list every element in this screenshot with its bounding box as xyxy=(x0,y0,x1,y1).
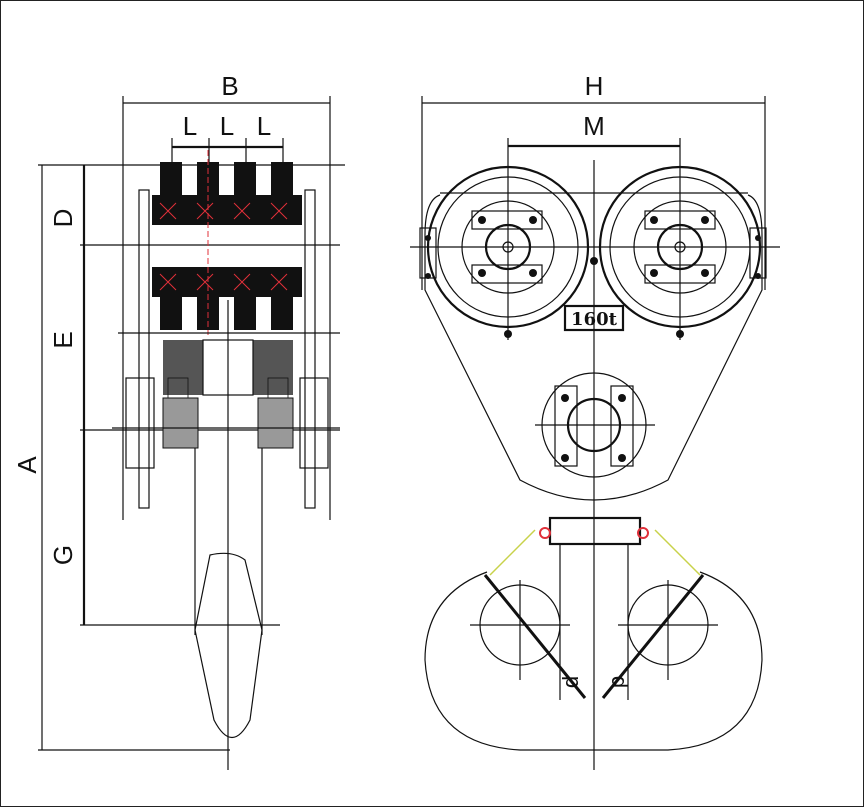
sheaves-lower xyxy=(152,267,302,330)
front-view: H M 160t xyxy=(410,71,780,770)
dimension-label-d: D xyxy=(48,209,78,228)
sheave-left xyxy=(426,165,590,338)
capacity-plate: 160t xyxy=(571,309,618,330)
dimension-label-d-right: d xyxy=(607,676,632,688)
dimension-label-h: H xyxy=(585,71,604,101)
dimension-label-e: E xyxy=(48,331,78,348)
dimension-label-l-3: L xyxy=(257,111,271,141)
side-view: B L L L D E A G xyxy=(12,71,345,770)
dimension-label-a: A xyxy=(12,456,42,474)
dimension-label-l-2: L xyxy=(220,111,234,141)
dimension-label-d-left: d xyxy=(558,676,583,688)
sheave-right xyxy=(598,165,762,338)
dimension-label-b: B xyxy=(221,71,238,101)
sheaves-upper xyxy=(152,162,302,225)
dimension-label-g: G xyxy=(48,545,78,565)
dimension-label-l-1: L xyxy=(183,111,197,141)
dimension-label-m: M xyxy=(583,111,605,141)
hook xyxy=(424,545,763,751)
trunnion xyxy=(535,372,655,478)
